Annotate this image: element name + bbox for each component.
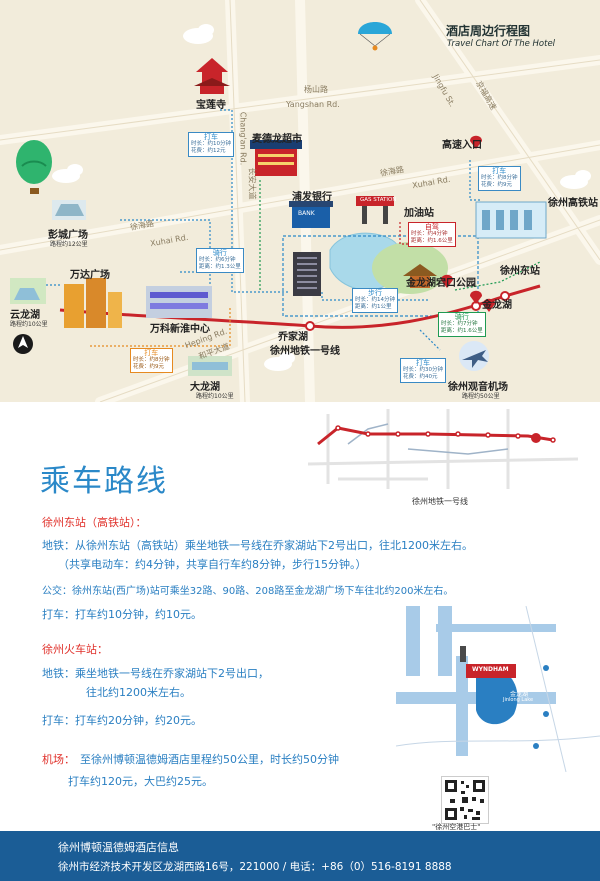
- walk-info-park: 步行 时长：约14分钟 距离：约1公里: [352, 288, 398, 313]
- ride-distance: 距离：约1.3公里: [199, 264, 241, 270]
- bank-sign: BANK: [298, 210, 315, 217]
- train-station-title: 徐州火车站：: [42, 643, 108, 656]
- lake-label-en: Jinlong Lake: [503, 697, 534, 703]
- airport-title: 机场：: [42, 753, 75, 766]
- taxi-label-4: 打车: [416, 359, 430, 367]
- gas-station-sign: GAS STATION: [360, 197, 397, 203]
- east-taxi: 打车：打车约10分钟，约10元。: [42, 608, 202, 621]
- ride-time: 时长：约6分钟: [199, 257, 236, 263]
- metro-line-map: [308, 404, 578, 494]
- taxi-fare-4: 花费：约40元: [403, 374, 438, 380]
- taxi-fare-2: 花费：约9元: [481, 182, 512, 188]
- map-roads-layer: [0, 0, 600, 402]
- place-pengcheng-square: 彭城广场: [48, 230, 88, 241]
- east-station-title: 徐州东站（高铁站）：: [42, 516, 147, 529]
- qr-code-icon: [445, 780, 485, 820]
- taxi-label-3: 打车: [144, 349, 159, 357]
- route-title: 乘车路线: [40, 464, 168, 499]
- road-label-yangshan-en: Yangshan Rd.: [286, 100, 340, 109]
- taxi-time-2: 时长：约8分钟: [481, 175, 518, 181]
- taxi-fare: 花费：约12元: [191, 148, 226, 154]
- taxi-label-2: 打车: [492, 167, 507, 175]
- footer-hotel-name: 徐州博顿温德姆酒店信息: [58, 841, 179, 854]
- yunlong-distance: 路程约10公里: [10, 321, 48, 328]
- east-metro-line-1: 地铁：从徐州东站（高铁站）乘坐地铁一号线在乔家湖站下2号出口，往北1200米左右…: [42, 539, 473, 552]
- bus-qr-code[interactable]: [441, 776, 489, 824]
- road-label-changan-en: Chang'an Rd.: [238, 111, 248, 166]
- taxi-fare-3: 花费：约9元: [133, 364, 164, 370]
- drive-distance: 距离：约1.6公里: [411, 238, 453, 244]
- dalong-distance: 路程约10公里: [196, 393, 234, 400]
- road-label-changan-cn: 长安大道: [247, 167, 257, 200]
- taxi-info-airport: 打车 时长：约30分钟 花费：约40元: [400, 358, 446, 383]
- drive-time: 时长：约4分钟: [411, 231, 448, 237]
- building-sketches: [10, 22, 591, 376]
- walk-label: 步行: [368, 289, 382, 297]
- pengcheng-distance: 路程约12公里: [50, 241, 88, 248]
- place-baolian-temple: 宝莲寺: [196, 100, 226, 111]
- hotel-location-map: [396, 606, 600, 772]
- place-xuzhou-hsr: 徐州高铁站: [548, 198, 598, 209]
- place-highway-entrance: 高速入口: [442, 140, 482, 151]
- map-title: 酒店周边行程图: [446, 24, 531, 38]
- taxi-label: 打车: [204, 133, 218, 141]
- airport-line-1: 至徐州博顿温德姆酒店里程约50公里，时长约50分钟: [80, 753, 339, 766]
- place-metro-line-1: 徐州地铁一号线: [270, 346, 340, 357]
- taxi-info-baolian: 打车 时长：约10分钟 花费：约12元: [188, 132, 234, 157]
- taxi-info-hsr: 打车 时长：约8分钟 花费：约9元: [478, 166, 521, 191]
- walk-time: 时长：约14分钟: [355, 297, 395, 303]
- lake-label-cn: 金龙湖: [510, 691, 529, 698]
- airport-distance: 路程约50公里: [462, 393, 500, 400]
- taxi-info-dalong: 打车 时长：约8分钟 花费：约9元: [130, 348, 173, 373]
- hotel-info-footer: 徐州博顿温德姆酒店信息 徐州市经济技术开发区龙湖西路16号，221000 / 电…: [0, 831, 600, 881]
- taxi-time-4: 时长：约30分钟: [403, 367, 443, 373]
- place-jinlong-lake: 金龙湖: [482, 300, 512, 311]
- ride-distance-2: 距离：约1.6公里: [441, 328, 483, 334]
- airport-line-2: 打车约120元，大巴约25元。: [68, 775, 213, 788]
- place-jinlong-park: 金龙湖宕口公园: [406, 278, 476, 289]
- ride-info-wanda: 骑行 时长：约6分钟 距离：约1.3公里: [196, 248, 244, 273]
- footer-address-phone: 徐州市经济技术开发区龙湖西路16号，221000 / 电话：+86（0）516-…: [58, 861, 452, 873]
- metro-map-caption: 徐州地铁一号线: [412, 497, 468, 506]
- hotel-area-map: 酒店周边行程图 Travel Chart Of The Hotel 杨山路 Ya…: [0, 0, 600, 402]
- place-vanke-center: 万科新淮中心: [150, 324, 210, 335]
- place-pufa-bank: 浦发银行: [292, 192, 332, 203]
- train-metro-line-2: 往北约1200米左右。: [86, 686, 191, 699]
- east-bus: 公交：徐州东站(西广场)站可乘坐32路、90路、208路至金龙湖广场下车往北约2…: [42, 586, 454, 597]
- place-yunlong-lake: 云龙湖: [10, 310, 40, 321]
- train-taxi: 打车：打车约20分钟，约20元。: [42, 714, 202, 727]
- place-guanyin-airport: 徐州观音机场: [448, 382, 508, 393]
- drive-info-gas: 自驾 时长：约4分钟 距离：约1.6公里: [408, 222, 456, 247]
- place-dalong-lake: 大龙湖: [190, 382, 220, 393]
- ride-label: 骑行: [212, 249, 227, 257]
- place-xuzhou-east: 徐州东站: [500, 266, 540, 277]
- place-gas-station: 加油站: [404, 208, 434, 219]
- drive-label: 自驾: [424, 223, 439, 231]
- train-metro-line-1: 地铁：乘坐地铁一号线在乔家湖站下2号出口，: [42, 667, 269, 680]
- qr-caption: "徐州空港巴士": [432, 823, 481, 831]
- taxi-time: 时长：约10分钟: [191, 141, 231, 147]
- ride-info-lake: 骑行 时长：约7分钟 距离：约1.6公里: [438, 312, 486, 337]
- east-metro-line-2: （共享电动车：约4分钟，共享自行车约8分钟，步行15分钟。）: [58, 558, 367, 571]
- place-metro-supermarket: 麦德龙超市: [252, 134, 302, 145]
- walk-distance: 距离：约1公里: [355, 304, 392, 310]
- road-label-yangshan-cn: 杨山路: [304, 85, 328, 94]
- place-wanda-plaza: 万达广场: [70, 270, 110, 281]
- place-qiaojiahu: 乔家湖: [278, 332, 308, 343]
- taxi-time-3: 时长：约8分钟: [133, 357, 170, 363]
- map-subtitle: Travel Chart Of The Hotel: [447, 39, 556, 49]
- hotel-brand-sign: WYNDHAM: [472, 666, 509, 673]
- ride-label-2: 骑行: [454, 313, 469, 321]
- ride-time-2: 时长：约7分钟: [441, 321, 478, 327]
